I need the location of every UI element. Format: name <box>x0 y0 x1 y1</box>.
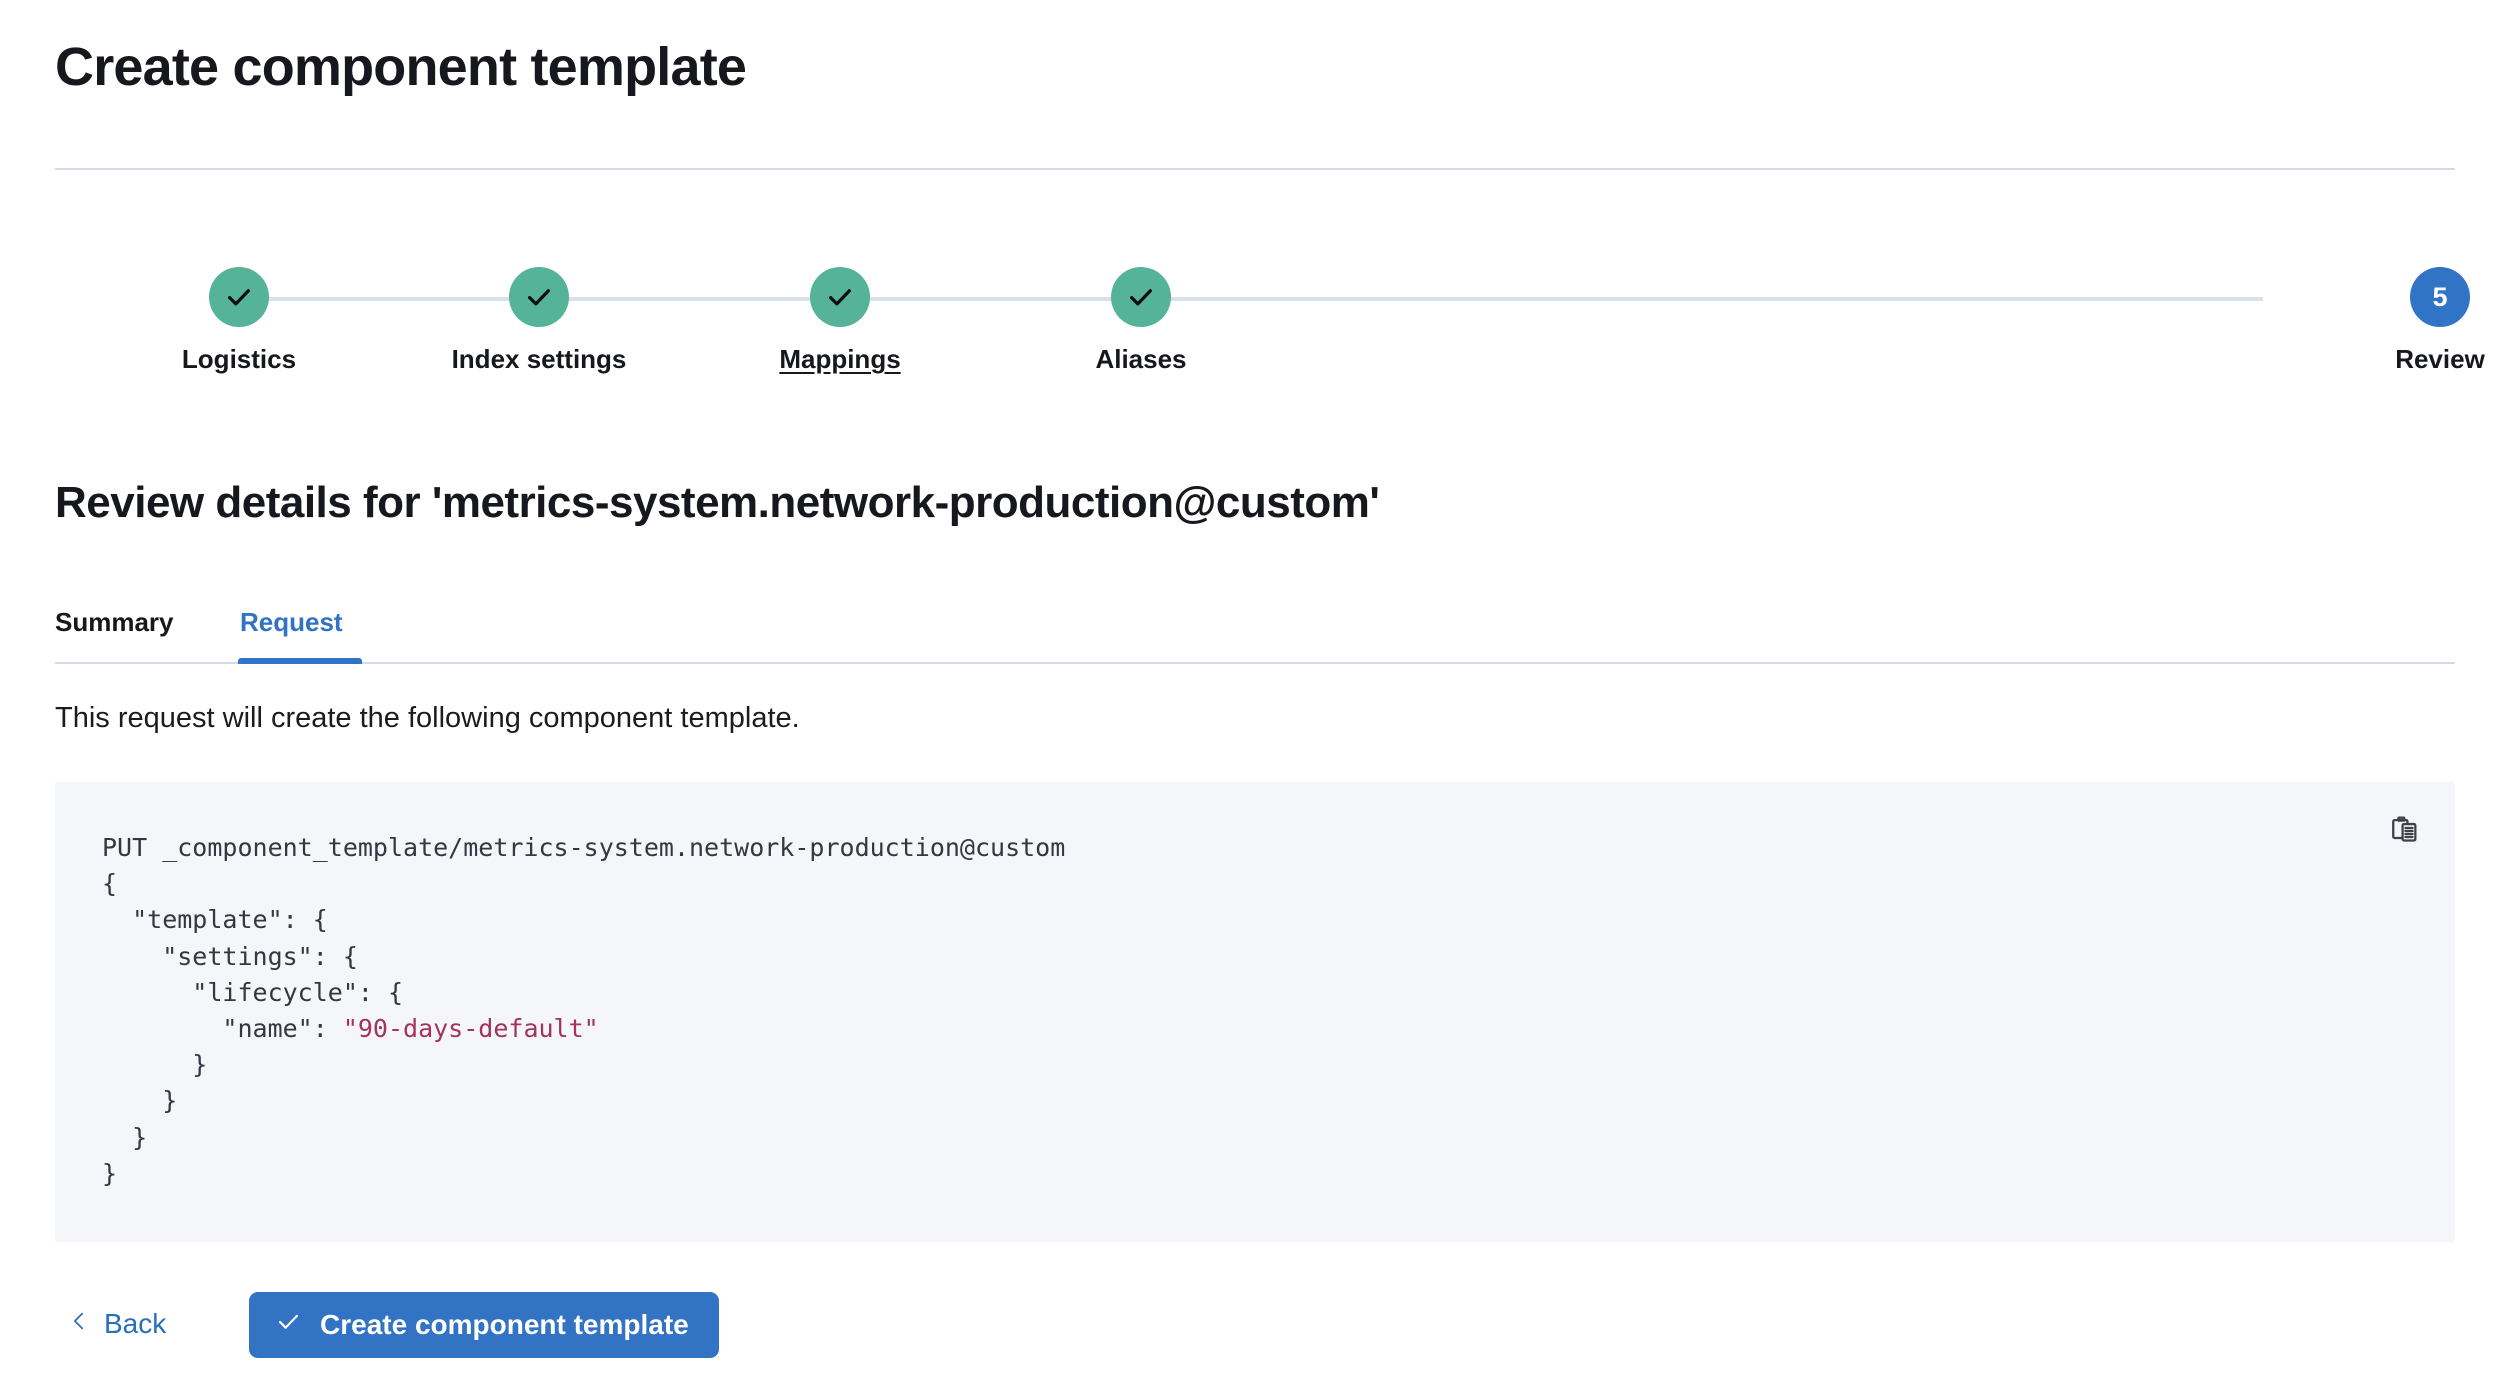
check-icon <box>224 282 254 312</box>
stepper-circle-index-settings[interactable] <box>509 267 569 327</box>
check-icon <box>524 282 554 312</box>
stepper-step-logistics[interactable]: Logistics <box>129 250 349 375</box>
stepper-circle-mappings[interactable] <box>810 267 870 327</box>
stepper-label-index-settings[interactable]: Index settings <box>451 344 627 374</box>
tabs-underline <box>55 662 2455 664</box>
page-title: Create component template <box>55 37 747 97</box>
review-tabs: Summary Request <box>55 596 2455 664</box>
stepper-connector-3 <box>864 297 1158 301</box>
check-icon <box>825 282 855 312</box>
chevron-left-icon <box>68 1306 90 1343</box>
back-button-label: Back <box>104 1308 167 1339</box>
request-method-line: PUT _component_template/metrics-system.n… <box>102 833 1066 862</box>
stepper-connector-2 <box>563 297 857 301</box>
stepper-label-mappings[interactable]: Mappings <box>779 344 901 374</box>
stepper-connector-4 <box>1165 297 2263 301</box>
stepper-step-index-settings[interactable]: Index settings <box>429 250 649 375</box>
stepper-label-review[interactable]: Review <box>2395 344 2485 374</box>
request-code-text: PUT _component_template/metrics-system.n… <box>102 830 1065 1192</box>
request-code-block: PUT _component_template/metrics-system.n… <box>55 782 2455 1242</box>
stepper-step-review[interactable]: 5 Review <box>2330 250 2506 375</box>
request-body-value: "90-days-default" <box>342 1014 599 1044</box>
stepper-label-aliases[interactable]: Aliases <box>1095 344 1187 374</box>
copy-clipboard-icon[interactable] <box>2379 805 2433 859</box>
stepper-connector-1 <box>262 297 556 301</box>
tab-active-indicator <box>238 658 362 664</box>
review-heading: Review details for 'metrics-system.netwo… <box>55 478 1380 527</box>
tab-request[interactable]: Request <box>240 607 343 637</box>
check-icon <box>275 1308 302 1342</box>
create-component-template-button[interactable]: Create component template <box>249 1292 719 1358</box>
stepper-label-logistics[interactable]: Logistics <box>181 344 297 374</box>
back-button[interactable]: Back <box>68 1284 166 1364</box>
tab-summary[interactable]: Summary <box>55 607 174 637</box>
request-description: This request will create the following c… <box>55 702 800 734</box>
stepper-circle-aliases[interactable] <box>1111 267 1171 327</box>
stepper-number-review: 5 <box>2432 281 2448 312</box>
stepper-step-mappings[interactable]: Mappings <box>730 250 950 375</box>
create-component-template-button-label: Create component template <box>320 1309 689 1340</box>
stepper-step-aliases[interactable]: Aliases <box>1031 250 1251 375</box>
title-divider <box>55 168 2455 170</box>
stepper-circle-logistics[interactable] <box>209 267 269 327</box>
stepper-circle-review[interactable]: 5 <box>2410 267 2470 327</box>
check-icon <box>1126 282 1156 312</box>
wizard-stepper: Logistics Index settings Mappings <box>55 250 2485 410</box>
request-body-before: { "template": { "settings": { "lifecycle… <box>102 869 404 1044</box>
request-body-after: } } } } <box>102 1050 208 1188</box>
